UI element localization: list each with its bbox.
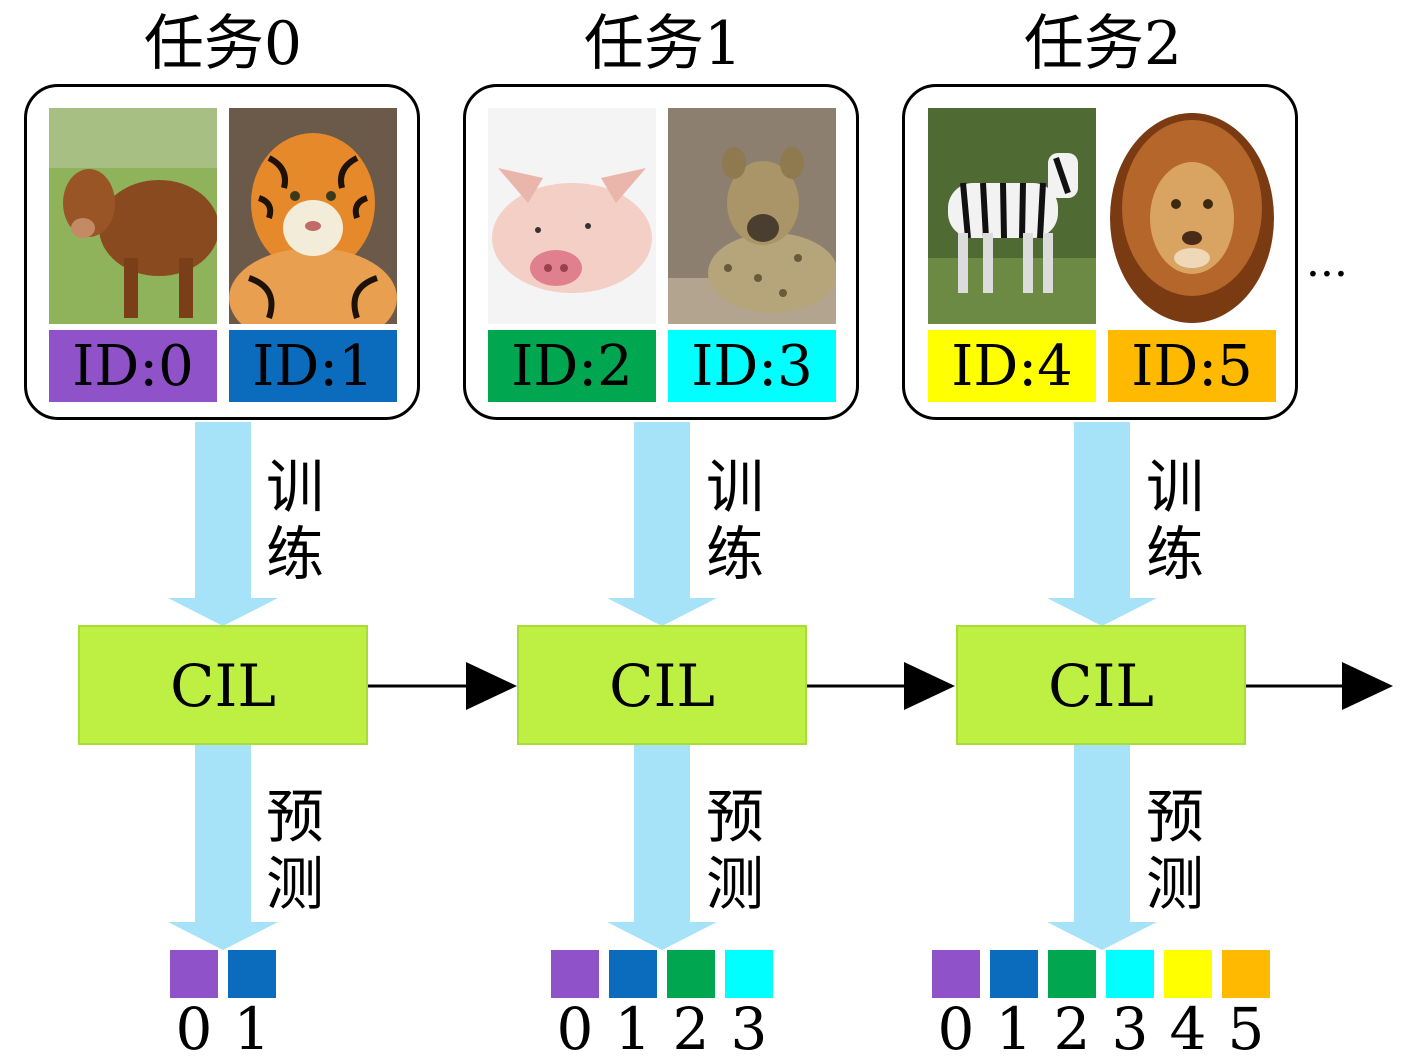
hyena-image — [668, 108, 836, 324]
output-class-square — [667, 950, 715, 998]
zebra-image — [928, 108, 1096, 324]
class-id-label-4: ID:4 — [928, 330, 1096, 402]
lion-image — [1108, 108, 1276, 324]
train-label-1b: 练 — [705, 520, 764, 588]
task-title-0: 任务0 — [143, 9, 303, 79]
predict-label-2b: 测 — [1145, 850, 1204, 918]
output-class-square — [551, 950, 599, 998]
predict-arrow-1 — [607, 745, 717, 950]
output-class-number: 3 — [1111, 995, 1149, 1063]
class-id-label-0: ID:0 — [49, 330, 217, 402]
next-arrow-head-2 — [1342, 662, 1393, 710]
output-class-number: 1 — [614, 995, 652, 1063]
predict-label-2a: 预 — [1145, 783, 1204, 851]
more-tasks-ellipsis: ··· — [1306, 249, 1348, 300]
train-label-2b: 练 — [1145, 520, 1204, 588]
next-arrow-head-0 — [466, 662, 517, 710]
predict-arrow-0 — [168, 745, 278, 950]
output-class-square — [609, 950, 657, 998]
output-class-number: 1 — [995, 995, 1033, 1063]
output-class-number: 0 — [556, 995, 594, 1063]
output-class-square — [1164, 950, 1212, 998]
train-label-0b: 练 — [265, 520, 324, 588]
output-class-number: 1 — [233, 995, 271, 1063]
class-id-label-2: ID:2 — [488, 330, 656, 402]
train-arrow-1 — [607, 422, 717, 626]
predict-label-0a: 预 — [265, 783, 324, 851]
train-label-2a: 训 — [1145, 453, 1204, 521]
output-class-number: 4 — [1169, 995, 1207, 1063]
output-class-number: 2 — [1053, 995, 1091, 1063]
output-class-number: 0 — [175, 995, 213, 1063]
task-title-2: 任务2 — [1023, 9, 1183, 79]
output-class-square — [1106, 950, 1154, 998]
output-class-number: 3 — [730, 995, 768, 1063]
next-arrow-head-1 — [904, 662, 955, 710]
train-arrow-0 — [168, 422, 278, 626]
cil-model-box-1: CIL — [517, 625, 807, 745]
class-id-label-1: ID:1 — [229, 330, 397, 402]
pig-image — [488, 108, 656, 324]
cow-image — [49, 108, 217, 324]
train-arrow-2 — [1047, 422, 1157, 626]
output-class-square — [1048, 950, 1096, 998]
output-class-square — [1222, 950, 1270, 998]
output-class-square — [170, 950, 218, 998]
output-class-square — [990, 950, 1038, 998]
output-class-number: 2 — [672, 995, 710, 1063]
cil-model-box-0: CIL — [78, 625, 368, 745]
predict-label-1b: 测 — [705, 850, 764, 918]
output-class-square — [932, 950, 980, 998]
task-title-1: 任务1 — [583, 9, 743, 79]
output-class-number: 0 — [937, 995, 975, 1063]
train-label-1a: 训 — [705, 453, 764, 521]
predict-arrow-2 — [1047, 745, 1157, 950]
tiger-image — [229, 108, 397, 324]
output-class-square — [725, 950, 773, 998]
train-label-0a: 训 — [265, 453, 324, 521]
output-class-number: 5 — [1227, 995, 1265, 1063]
class-id-label-3: ID:3 — [668, 330, 836, 402]
cil-model-box-2: CIL — [956, 625, 1246, 745]
predict-label-1a: 预 — [705, 783, 764, 851]
output-class-square — [228, 950, 276, 998]
class-id-label-5: ID:5 — [1108, 330, 1276, 402]
predict-label-0b: 测 — [265, 850, 324, 918]
